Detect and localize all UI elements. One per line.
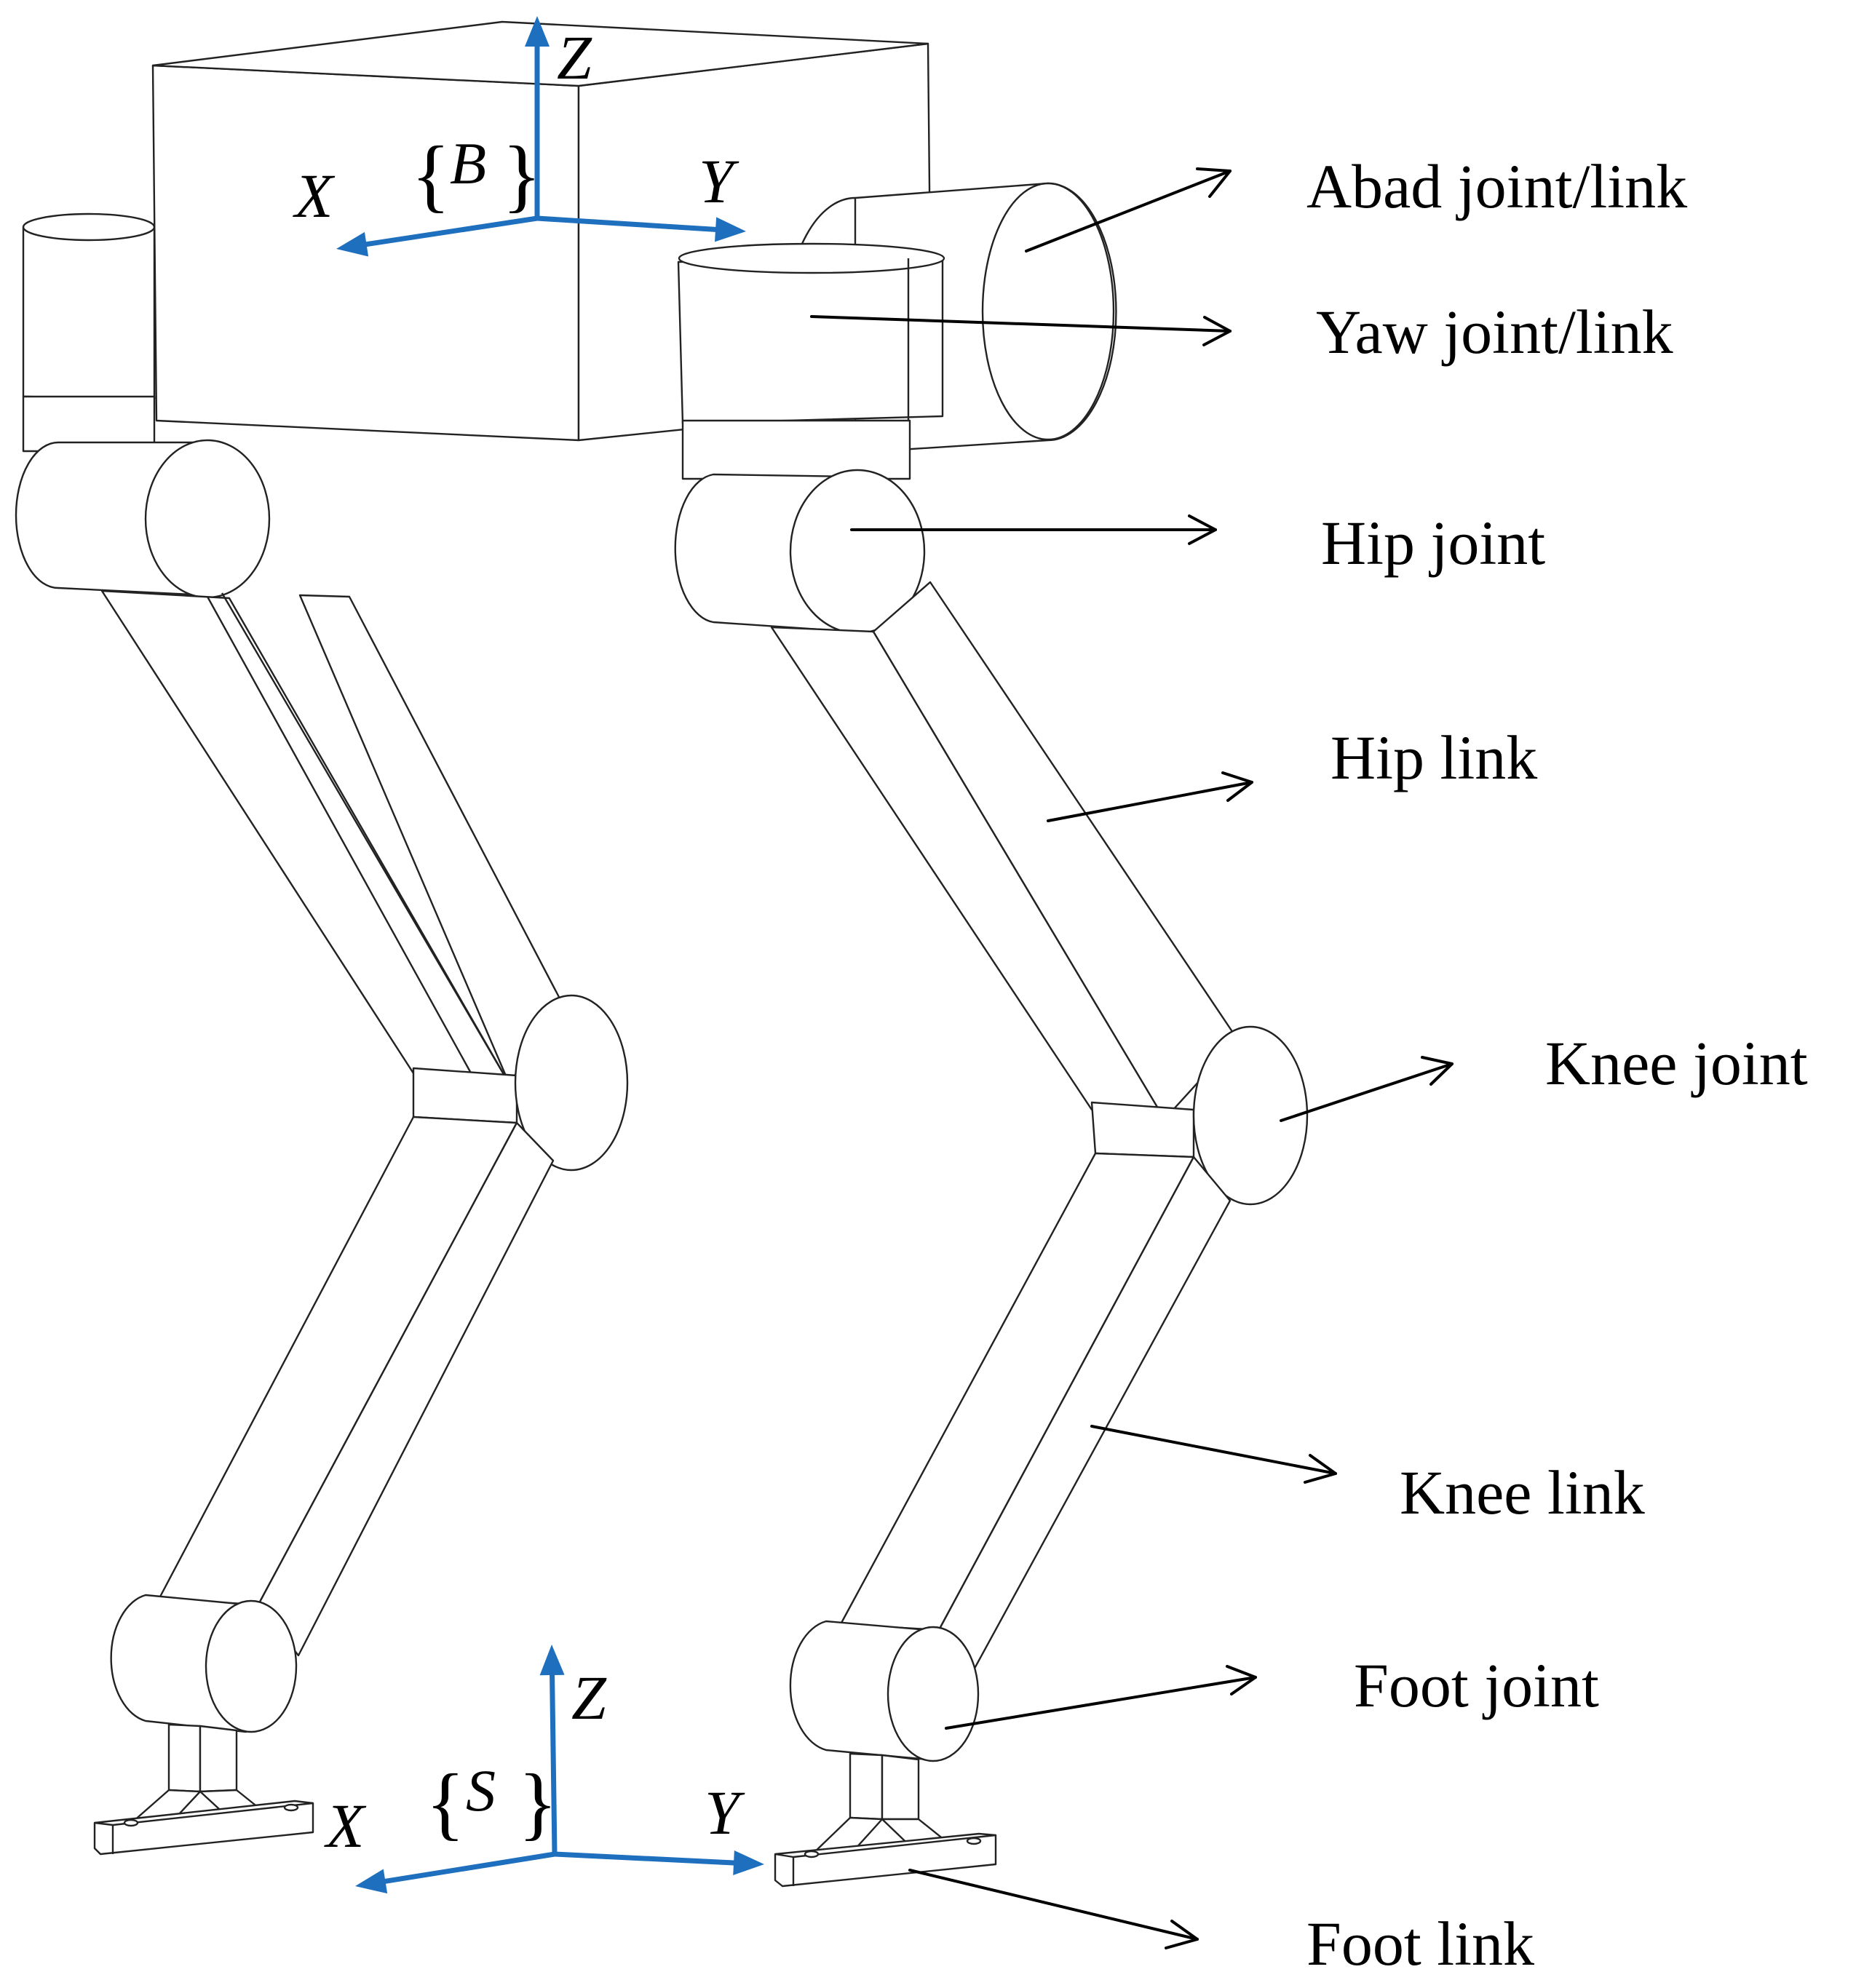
- yaw-callout-arrow: [810, 315, 1232, 346]
- hip-joint-callout-arrow: [850, 514, 1217, 545]
- label-foot-joint: Foot joint: [1354, 1650, 1599, 1720]
- left-yaw-cylinder: [22, 212, 156, 453]
- left-leg: [15, 212, 629, 1856]
- ground-frame-name: S: [466, 1757, 496, 1824]
- label-hip-link: Hip link: [1330, 723, 1537, 792]
- abad-callout-arrow: [1025, 167, 1232, 253]
- body-frame-x-axis-arrow: [336, 215, 540, 257]
- body-frame: Z X Y { B }: [293, 16, 746, 257]
- label-hip-joint: Hip joint: [1321, 508, 1545, 578]
- right-foot-joint: [789, 1620, 980, 1762]
- ground-frame: Z X Y { S }: [324, 1645, 764, 1894]
- body-frame-y-label: Y: [699, 146, 739, 216]
- component-labels: Abad joint/link Yaw joint/link Hip joint…: [1306, 151, 1808, 1979]
- label-abad: Abad joint/link: [1306, 151, 1687, 221]
- ground-frame-y-label: Y: [705, 1778, 745, 1848]
- hip-link-callout-arrow: [1047, 771, 1253, 822]
- knee-joint-callout-arrow: [1280, 1056, 1454, 1122]
- label-knee-link: Knee link: [1400, 1458, 1645, 1527]
- left-knee-link: [157, 1116, 555, 1657]
- ground-frame-axes: [355, 1645, 764, 1894]
- right-knee-joint: [1090, 1025, 1309, 1206]
- foot-joint-callout-arrow: [945, 1665, 1257, 1730]
- knee-link-callout-arrow: [1090, 1425, 1337, 1484]
- right-foot-link: [774, 1752, 997, 1888]
- ground-frame-x-axis-arrow: [355, 1851, 558, 1894]
- left-hip-link: [100, 589, 562, 1086]
- ground-frame-y-axis-arrow: [552, 1850, 764, 1875]
- left-foot-joint: [110, 1594, 298, 1733]
- left-foot-link: [93, 1723, 314, 1856]
- body-frame-z-label: Z: [557, 23, 592, 92]
- body-frame-name: B: [450, 130, 486, 196]
- label-foot-link: Foot link: [1306, 1909, 1534, 1979]
- ground-frame-z-label: Z: [571, 1663, 607, 1733]
- foot-link-callout-arrow: [908, 1869, 1199, 1949]
- body-frame-z-axis-arrow: [525, 16, 550, 221]
- right-knee-link: [839, 1152, 1232, 1675]
- body-frame-axes: [336, 16, 746, 257]
- body-frame-open-brace: {: [411, 130, 451, 220]
- right-leg: [674, 182, 1309, 1888]
- callout-arrows: [810, 167, 1454, 1949]
- right-yaw-cylinder: [677, 242, 945, 480]
- label-yaw: Yaw joint/link: [1316, 297, 1673, 367]
- ground-frame-x-label: X: [324, 1791, 367, 1861]
- ground-frame-close-brace: }: [518, 1758, 558, 1848]
- label-knee-joint: Knee joint: [1545, 1028, 1808, 1098]
- left-hip-joint: [15, 439, 271, 599]
- right-hip-joint: [674, 469, 926, 635]
- body-frame-x-label: X: [293, 161, 336, 231]
- body-frame-close-brace: }: [502, 130, 542, 220]
- ground-frame-z-axis-arrow: [539, 1645, 565, 1857]
- ground-frame-open-brace: {: [426, 1758, 465, 1848]
- right-hip-link: [770, 581, 1239, 1121]
- body-frame-y-axis-arrow: [534, 215, 746, 242]
